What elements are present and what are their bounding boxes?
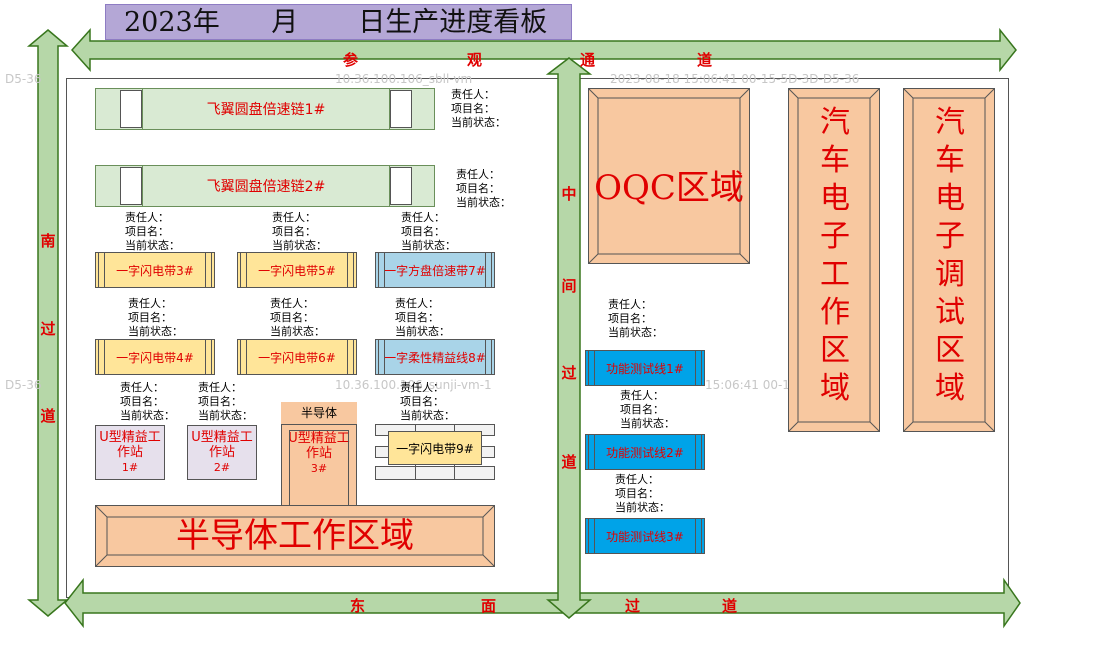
chain-end-cap [390,90,412,128]
left-aisle-arrow [26,29,70,617]
status-info: 责任人： 项目名： 当前状态： [125,211,180,252]
left-aisle-label: 过 [40,320,56,338]
auto-electronics-debug-area[interactable] [903,88,995,432]
watermark: 10.36.100.106_sbll-vm [335,72,473,86]
station-number: 2# [213,461,231,474]
u-workstation-2[interactable]: U型精益工作站 2# [187,425,257,480]
bottom-aisle-label: 过 [625,597,641,615]
status-info: 责任人： 项目名： 当前状态： [198,381,253,422]
chain-end-cap [120,167,142,205]
watermark: 2023-08-18 15:06:41 00-15-5D-3D-D5-36 [610,72,860,86]
oqc-area[interactable] [588,88,750,264]
station-number: 3# [310,462,328,475]
status-info: 责任人： 项目名： 当前状态： [400,381,455,422]
area-corner-lines [788,88,880,432]
area-corner-lines [95,505,495,567]
auto-work-area-label: 汽车电子工作区域 [820,105,850,406]
chain-end-cap [390,167,412,205]
test-line-1[interactable]: 功能测试线1# [585,350,705,386]
station-number: 1# [121,461,139,474]
area-corner-lines [903,88,995,432]
watermark: 10.36.100.106_sunji-vm-1 [335,378,492,392]
status-info: 责任人： 项目名： 当前状态： [395,297,450,338]
status-info: 责任人： 项目名： 当前状态： [456,168,511,209]
watermark: D5-36 [5,72,42,86]
oqc-area-label: OQC区域 [594,168,744,208]
top-aisle-label: 参 [343,51,359,69]
semiconductor-area-label: 半导体工作区域 [176,516,414,556]
auto-debug-area-label: 汽车电子调试区域 [935,105,965,406]
rack-rail [375,466,495,480]
top-aisle-label: 通 [580,51,596,69]
middle-aisle-arrow [545,57,593,619]
belt-5[interactable]: 一字闪电带5# [237,252,357,288]
status-info: 责任人： 项目名： 当前状态： [270,297,325,338]
belt-4[interactable]: 一字闪电带4# [95,339,215,375]
middle-aisle-label: 间 [561,277,577,295]
belt-3[interactable]: 一字闪电带3# [95,252,215,288]
bottom-aisle-label: 道 [722,597,738,615]
top-aisle-label: 道 [697,51,713,69]
status-info: 责任人： 项目名： 当前状态： [120,381,175,422]
status-info: 责任人： 项目名： 当前状态： [608,298,663,339]
middle-aisle-label: 中 [561,185,577,203]
top-aisle-arrow [70,27,1017,73]
status-info: 责任人： 项目名： 当前状态： [620,389,675,430]
auto-electronics-work-area[interactable] [788,88,880,432]
u-station-outline [289,430,349,506]
chain-end-cap [120,90,142,128]
test-line-3[interactable]: 功能测试线3# [585,518,705,554]
bottom-aisle-label: 东 [350,597,366,615]
speed-chain-label: 飞翼圆盘倍速链2# [142,165,390,207]
station-label: U型精益工作站 [99,430,161,460]
belt-6[interactable]: 一字闪电带6# [237,339,357,375]
u-workstation-1[interactable]: U型精益工作站 1# [95,425,165,480]
bottom-aisle-label: 面 [481,597,497,615]
station-label: U型精益工作站 [191,430,253,460]
status-info: 责任人： 项目名： 当前状态： [615,473,670,514]
status-info: 责任人： 项目名： 当前状态： [401,211,456,252]
test-line-2[interactable]: 功能测试线2# [585,434,705,470]
status-info: 责任人： 项目名： 当前状态： [272,211,327,252]
left-aisle-label: 南 [40,232,56,250]
speed-chain-label: 飞翼圆盘倍速链1# [142,88,390,130]
u-workstation-3[interactable]: U型精益工作站 3# [281,424,357,506]
left-aisle-label: 道 [40,407,56,425]
status-info: 责任人： 项目名： 当前状态： [451,88,506,129]
semiconductor-tag: 半导体 [281,402,357,424]
semiconductor-area[interactable] [95,505,495,567]
top-aisle-label: 观 [467,51,483,69]
status-info: 责任人： 项目名： 当前状态： [128,297,183,338]
watermark: D5-36 [5,378,42,392]
page-title: 2023年 月 日生产进度看板 [105,4,572,40]
middle-aisle-label: 过 [561,364,577,382]
bottom-aisle-arrow [64,577,1021,629]
station-label: U型精益工作站 [288,431,350,461]
middle-aisle-label: 道 [561,453,577,471]
belt-9[interactable]: 一字闪电带9# [388,431,482,465]
belt-8[interactable]: 一字柔性精益线8# [375,339,495,375]
belt-7[interactable]: 一字方盘倍速带7# [375,252,495,288]
area-corner-lines [588,88,750,264]
